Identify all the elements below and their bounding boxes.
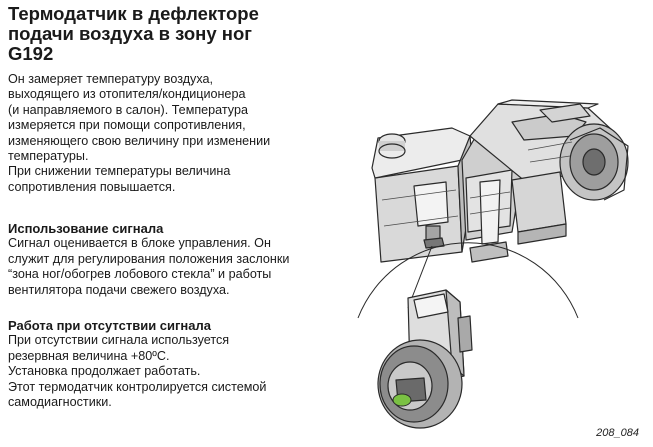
title-line: подачи воздуха в зону ног [8,23,252,44]
intro-line: измеряется при помощи сопротивления, [8,118,246,133]
housing-detail-lines [381,141,573,227]
signal-use-line: Сигнал оценивается в блоке управления. О… [8,236,271,251]
title-line: Термодатчик в дефлекторе [8,3,259,24]
signal-failure-line: самодиагностики. [8,395,112,410]
signal-use-line: вентилятора подачи свежего воздуха. [8,282,230,297]
intro-line: температуры. [8,149,89,164]
intro-line: (и направляемого в салон). Температура [8,102,248,117]
section-heading: Использование сигнала [8,221,164,236]
signal-use-line: служит для регулирования положения засло… [8,251,290,266]
section-heading: Работа при отсутствии сигнала [8,318,211,333]
sensor-tip-icon [392,393,412,407]
intro-line: сопротивления повышается. [8,179,176,194]
signal-use-section: Использование сигнала Сигнал оценивается… [8,221,308,298]
signal-failure-line: При отсутствии сигнала используется [8,333,230,348]
hvac-housing [371,99,629,263]
detail-arc [357,242,579,319]
sensor-detail [377,289,473,429]
intro-paragraph: Он замеряет температуру воздуха, выходящ… [8,72,308,195]
signal-failure-line: резервная величина +80ºC. [8,348,170,363]
figure-label: 208_084 [596,427,639,439]
intro-line: выходящего из отопителя/кондиционера [8,87,246,102]
page-title: Термодатчик в дефлекторе подачи воздуха … [8,4,308,64]
signal-failure-line: Этот термодатчик контролируется системой [8,379,267,394]
signal-failure-section: Работа при отсутствии сигнала При отсутс… [8,318,308,410]
signal-failure-line: Установка продолжает работать. [8,364,201,379]
intro-line: Он замеряет температуру воздуха, [8,72,214,86]
signal-use-line: “зона ног/обогрев лобового стекла” и раб… [8,267,272,282]
intro-line: При снижении температуры величина [8,164,231,179]
intro-line: изменяющего свою величину при изменении [8,133,271,148]
title-line: G192 [8,43,54,64]
